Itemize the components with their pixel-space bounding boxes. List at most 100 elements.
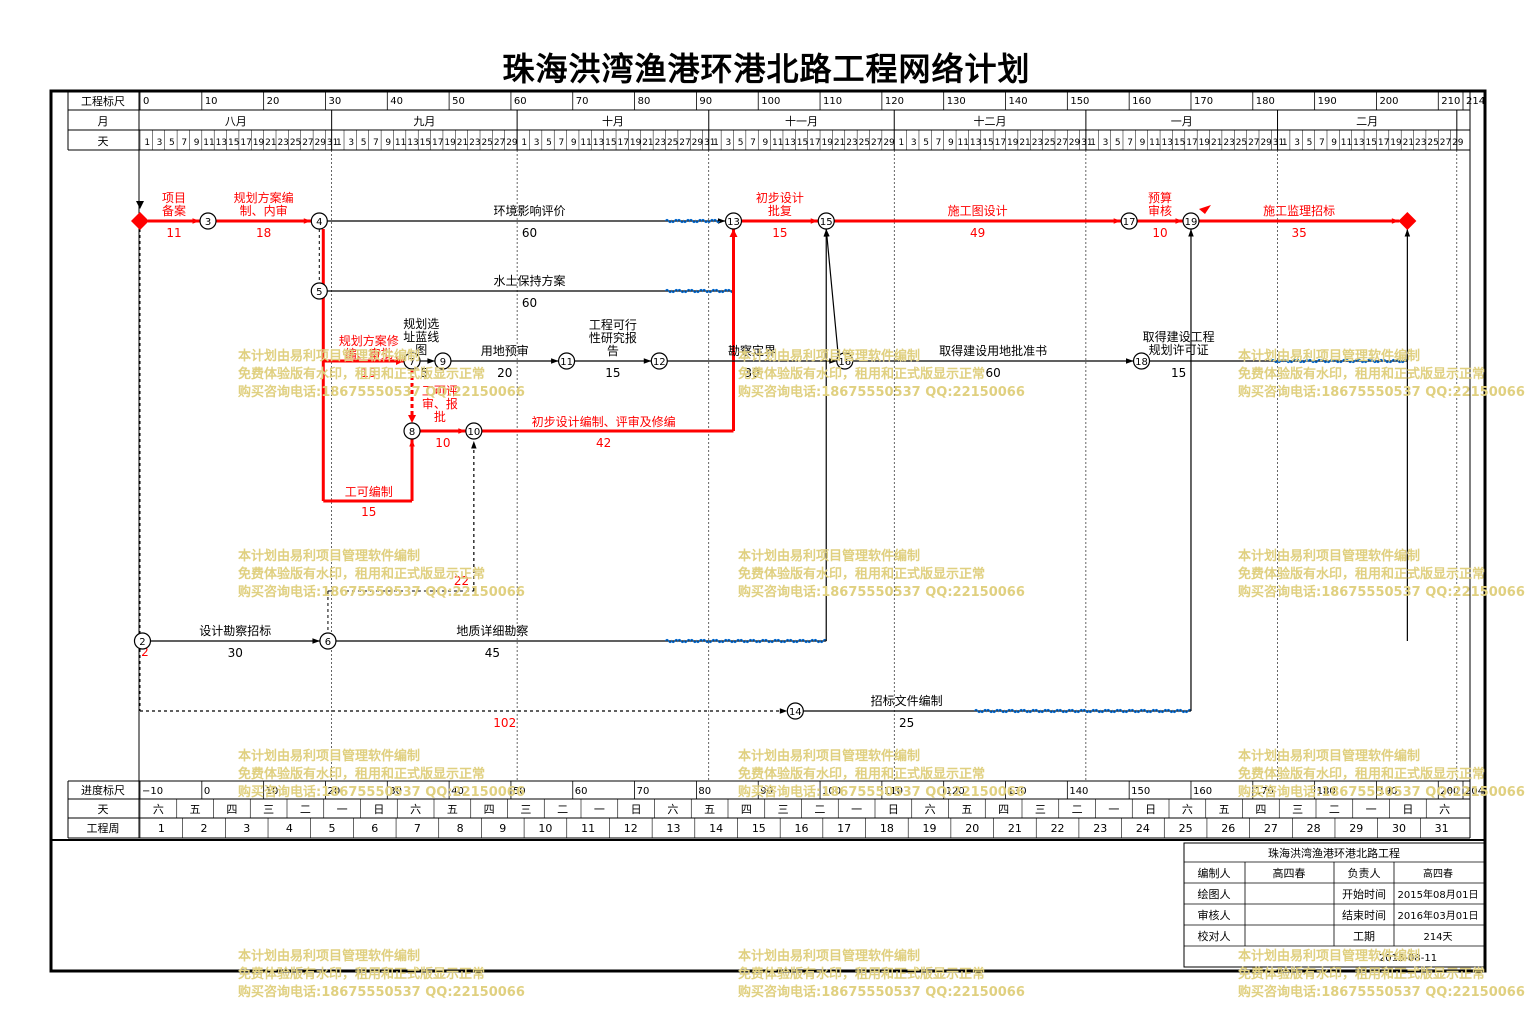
watermark-text: 本计划由易利项目管理软件编制 <box>738 348 920 364</box>
arrowhead <box>810 218 819 224</box>
ruler-tick-label: 50 <box>452 96 465 107</box>
event-node <box>403 352 421 370</box>
progress-tick-label: 60 <box>575 786 588 797</box>
day-number: 11 <box>772 138 783 148</box>
day-number: 27 <box>871 138 882 148</box>
event-node-number: 5 <box>316 287 322 298</box>
day-number: 13 <box>407 138 418 148</box>
event-node <box>1120 212 1138 230</box>
progress-tick-label: 204 <box>1465 786 1484 797</box>
arrowhead <box>471 441 477 449</box>
day-number: 7 <box>1127 138 1133 148</box>
progress-tick-label: 80 <box>698 786 711 797</box>
week-number: 28 <box>1307 822 1321 835</box>
activity-name: 地质详细勘察 <box>456 623 528 638</box>
day-number: 17 <box>1378 138 1389 148</box>
free-float-wave <box>664 218 721 224</box>
day-number: 1 <box>336 138 342 148</box>
day-number: 21 <box>457 138 468 148</box>
info-value: 高四春 <box>1423 867 1453 880</box>
lag-label: 102 <box>493 716 516 730</box>
week-number: 5 <box>329 822 336 835</box>
info-value: 2016年03月01日 <box>1398 909 1479 922</box>
day-number: 7 <box>181 138 187 148</box>
weekday: 六 <box>1182 803 1193 816</box>
weekday: 五 <box>190 803 201 816</box>
day-number: 31 <box>704 138 715 148</box>
progress-tick-label: 50 <box>513 786 526 797</box>
week-number: 22 <box>1051 822 1065 835</box>
month-name: 十一月 <box>785 114 818 128</box>
month-name: 十月 <box>602 114 624 128</box>
watermark-text: 免费体验版有水印，租用和正式版显示正常 <box>238 966 485 982</box>
watermark-text: 本计划由易利项目管理软件编制 <box>738 948 920 964</box>
weekday: 一 <box>1366 803 1377 816</box>
progress-tick-label: −10 <box>142 786 163 797</box>
watermark-text: 购买咨询电话:18675550537 QQ:22150066 <box>738 784 1025 800</box>
day-number: 29 <box>692 138 704 148</box>
event-node-number: 10 <box>467 427 480 438</box>
arrowhead <box>408 415 417 423</box>
watermark-text: 购买咨询电话:18675550537 QQ:22150066 <box>1238 384 1525 400</box>
ruler-tick-label: 150 <box>1070 96 1089 107</box>
weekday: 五 <box>961 803 972 816</box>
day-number: 1 <box>899 138 905 148</box>
weekday: 四 <box>1255 803 1266 816</box>
event-node-number: 19 <box>1185 217 1198 228</box>
activity-duration: 45 <box>485 646 500 660</box>
day-number: 17 <box>1186 138 1197 148</box>
activity-name: 取得建设工程规划许可证 <box>1143 329 1215 357</box>
activity-name: 施工监理招标 <box>1263 204 1335 218</box>
arrowhead <box>303 218 312 224</box>
day-number: 19 <box>1390 138 1402 148</box>
activity-name: 规划选址蓝线图 <box>403 316 439 357</box>
day-number: 19 <box>822 138 834 148</box>
day-number: 27 <box>302 138 313 148</box>
day-number: 19 <box>1199 138 1211 148</box>
month-name: 一月 <box>1171 115 1193 128</box>
ruler-tick-label: 120 <box>885 96 904 107</box>
week-number: 2 <box>201 822 208 835</box>
watermark-text: 免费体验版有水印，租用和正式版显示正常 <box>738 966 985 982</box>
day-number: 3 <box>348 138 354 148</box>
day-number: 5 <box>923 138 929 148</box>
watermark-text: 购买咨询电话:18675550537 QQ:22150066 <box>238 984 525 1000</box>
day-number: 11 <box>395 138 406 148</box>
day-number: 27 <box>1440 138 1451 148</box>
activity-name: 项目备案 <box>162 191 186 218</box>
info-value: 214天 <box>1423 932 1452 943</box>
day-number: 19 <box>253 138 265 148</box>
week-number: 29 <box>1349 822 1363 835</box>
day-number: 25 <box>1236 138 1247 148</box>
progress-tick-label: 10 <box>266 786 279 797</box>
activity-duration: 60 <box>522 296 537 310</box>
activity-name: 取得建设用地批准书 <box>939 343 1047 358</box>
day-number: 17 <box>995 138 1006 148</box>
weekday: 日 <box>373 803 384 816</box>
day-number: 15 <box>228 138 239 148</box>
weekday: 四 <box>226 803 237 816</box>
day-number: 29 <box>506 138 518 148</box>
day-number: 25 <box>1427 138 1438 148</box>
weekday: 一 <box>1108 803 1119 816</box>
ruler-tick-label: 40 <box>390 96 403 107</box>
weekday: 二 <box>1072 803 1083 816</box>
day-number: 17 <box>617 138 628 148</box>
weekday: 日 <box>1402 803 1413 816</box>
ruler-tick-label: 80 <box>638 96 651 107</box>
weekday: 二 <box>300 803 311 816</box>
day-number: 5 <box>169 138 175 148</box>
activity-name: 水土保持方案 <box>493 273 565 288</box>
activity-duration: 10 <box>435 436 450 450</box>
weekday: 二 <box>814 803 825 816</box>
progress-tick-label: 110 <box>884 786 903 797</box>
day-number: 5 <box>1307 138 1313 148</box>
week-number: 17 <box>837 822 851 835</box>
event-node <box>1132 352 1151 370</box>
week-number: 24 <box>1136 822 1150 835</box>
week-number: 11 <box>581 822 595 835</box>
weekday: 三 <box>263 803 274 816</box>
activity-duration: 10 <box>1152 226 1167 240</box>
month-name: 十二月 <box>974 114 1007 128</box>
watermark-text: 购买咨询电话:18675550537 QQ:22150066 <box>738 384 1025 400</box>
